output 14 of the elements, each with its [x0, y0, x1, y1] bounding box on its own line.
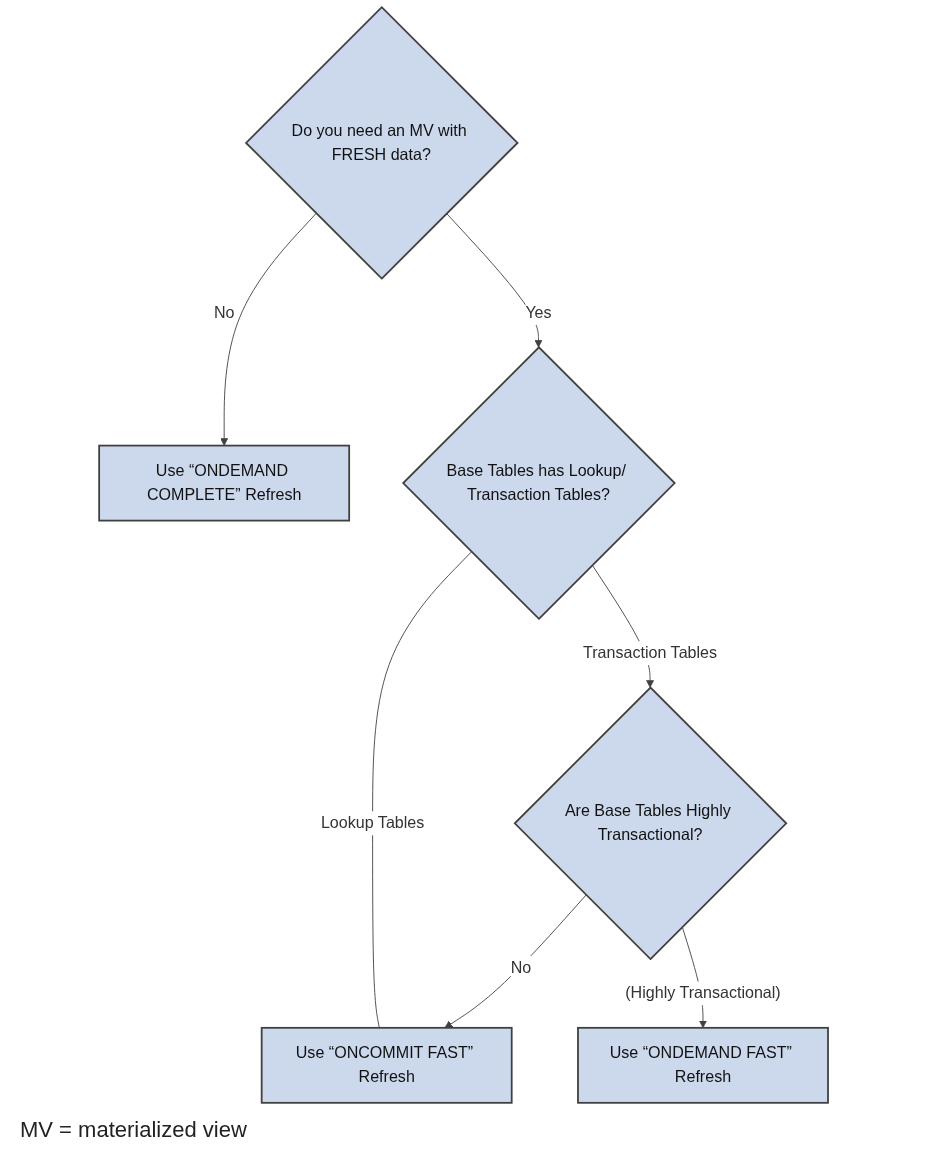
note-text: MV = materialized view	[20, 1117, 247, 1143]
edge-label: No	[213, 303, 235, 322]
node-box: Use “ONDEMAND COMPLETE” Refresh	[98, 444, 350, 522]
node-diamond: Base Tables has Lookup/ Transaction Tables?	[401, 346, 676, 621]
node-diamond: Are Base Tables Highly Transactional?	[513, 686, 788, 961]
edge-label: No	[510, 958, 532, 977]
node-box: Use “ONDEMAND FAST” Refresh	[577, 1026, 829, 1104]
connector	[372, 551, 472, 1029]
node-box: Use “ONCOMMIT FAST” Refresh	[260, 1026, 513, 1104]
edge-label: Transaction Tables	[582, 643, 717, 662]
node-diamond: Do you need an MV with FRESH data?	[244, 5, 519, 280]
edge-label: Lookup Tables	[320, 813, 425, 832]
edge-label: (Highly Transactional)	[625, 984, 781, 1002]
edge-label: Yes	[525, 303, 552, 322]
